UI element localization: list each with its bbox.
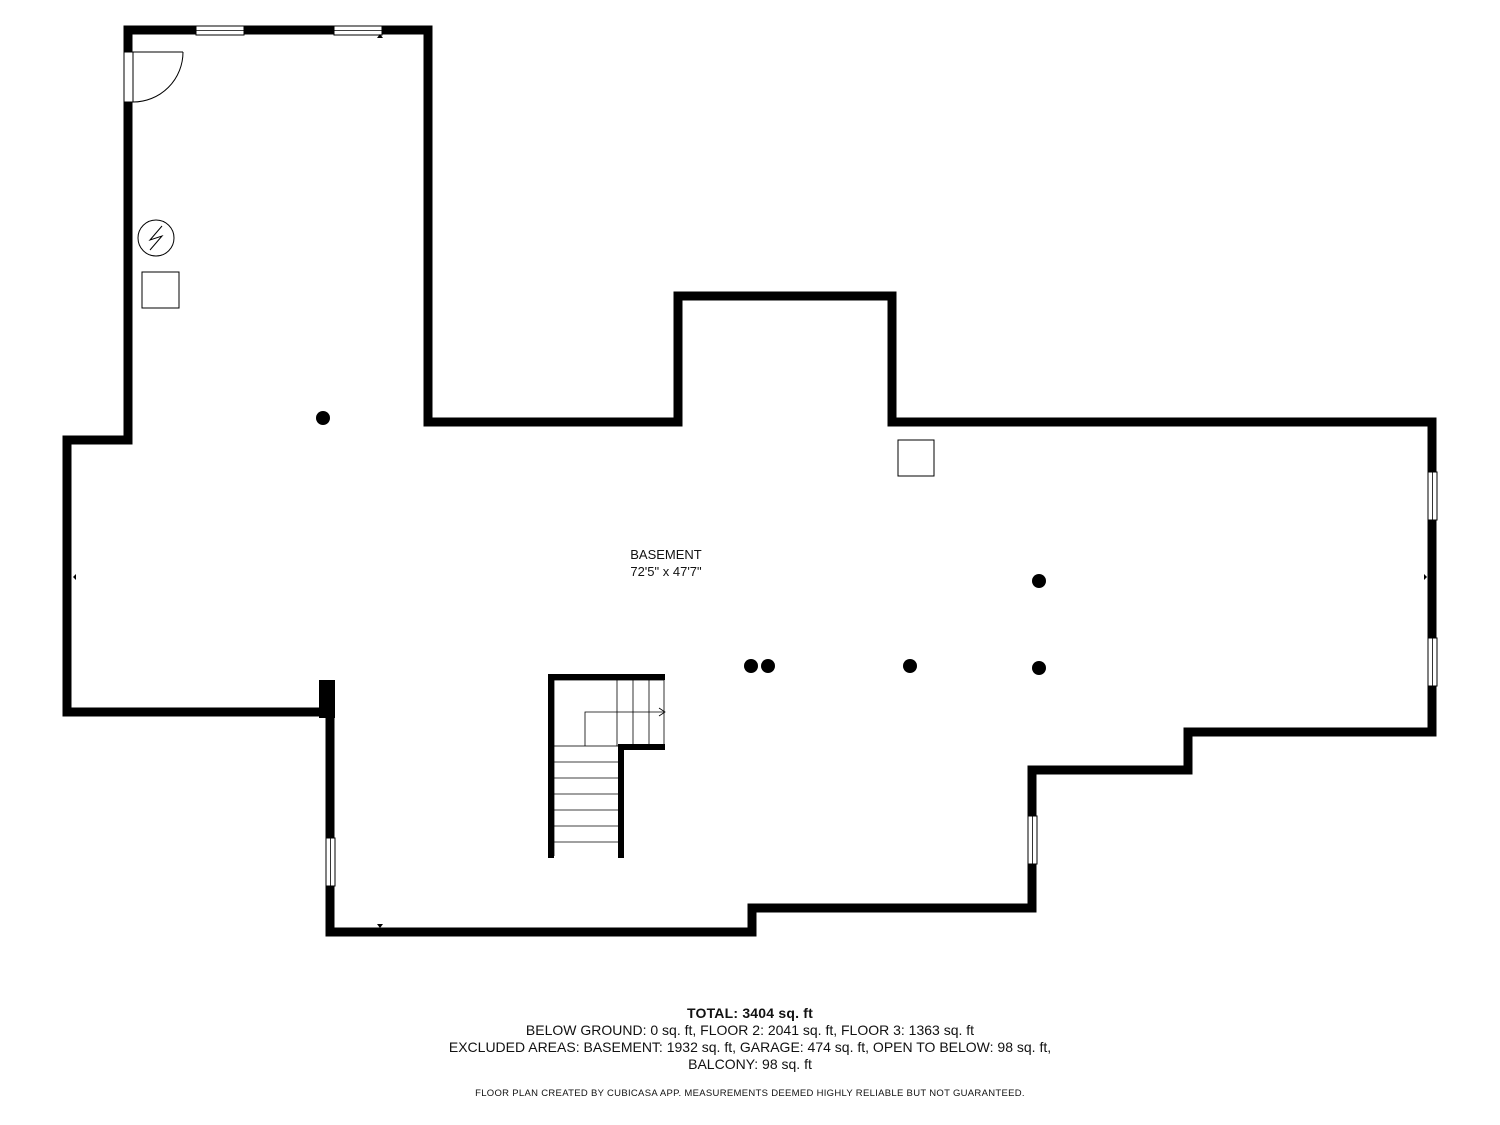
- stairs-icon: [548, 674, 666, 858]
- wall-marker: [1424, 574, 1427, 580]
- exterior-wall: [62, 25, 1437, 937]
- room-dimensions: 72'5" x 47'7": [630, 564, 702, 579]
- window-icon: [1427, 637, 1438, 687]
- utility-box-icon: [897, 439, 935, 477]
- support-column-icon: [316, 411, 330, 425]
- support-column-icon: [744, 659, 758, 673]
- window-icon: [1427, 471, 1438, 521]
- room-name: BASEMENT: [630, 547, 702, 562]
- wall-stub: [319, 680, 335, 718]
- door-swing-icon: [123, 51, 184, 103]
- window-icon: [325, 837, 336, 887]
- support-column-icon: [1032, 661, 1046, 675]
- support-column-icon: [1032, 574, 1046, 588]
- disclaimer: FLOOR PLAN CREATED BY CUBICASA APP. MEAS…: [475, 1088, 1025, 1099]
- wall-marker: [377, 34, 383, 38]
- support-column-icon: [761, 659, 775, 673]
- window-icon: [1027, 815, 1038, 865]
- area-breakdown-line: BELOW GROUND: 0 sq. ft, FLOOR 2: 2041 sq…: [525, 1022, 975, 1038]
- window-icon: [195, 25, 245, 36]
- total-area: TOTAL: 3404 sq. ft: [687, 1005, 813, 1021]
- water-heater-icon: [137, 219, 175, 257]
- wall-marker: [73, 574, 76, 580]
- support-column-icon: [903, 659, 917, 673]
- excluded-areas-line: EXCLUDED AREAS: BASEMENT: 1932 sq. ft, G…: [448, 1039, 1052, 1055]
- utility-box-icon: [141, 271, 180, 309]
- window-icon: [333, 25, 383, 36]
- wall-marker: [377, 924, 383, 928]
- excluded-areas-line-continued: BALCONY: 98 sq. ft: [688, 1056, 812, 1072]
